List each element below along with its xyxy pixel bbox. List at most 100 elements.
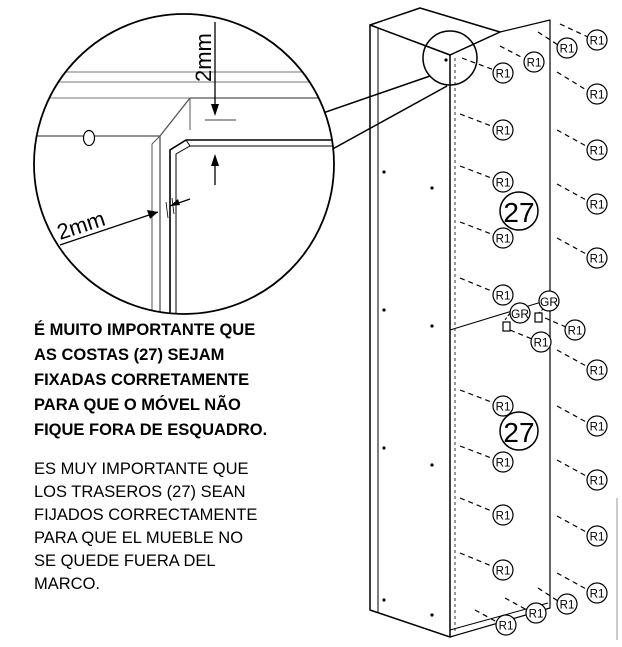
screw-label: R1 <box>527 58 542 70</box>
screw-label: R1 <box>590 476 605 488</box>
screw-label: R1 <box>496 402 511 414</box>
screw-callout-circle <box>586 29 608 51</box>
bracket-label: GR <box>511 307 529 321</box>
screw-callout-circle <box>556 593 578 615</box>
screw-label: R1 <box>496 234 511 246</box>
screw-callout-circle <box>492 119 514 141</box>
screw-label: R1 <box>496 458 511 470</box>
detail-source-circle <box>422 30 478 86</box>
screw-callout-circle <box>492 171 514 193</box>
screw-callout-circle <box>586 359 608 381</box>
instruction-line: LOS TRASEROS (27) SEAN <box>34 483 246 501</box>
screw-callout-circle <box>564 319 586 341</box>
screw-callout-circle <box>586 469 608 491</box>
screw-leader <box>459 389 495 404</box>
screw-label: R1 <box>496 126 511 138</box>
screw-label: R1 <box>590 146 605 158</box>
screw-leader <box>499 45 526 60</box>
screw-leader <box>556 405 589 424</box>
bracket-label: GR <box>540 295 558 309</box>
instruction-line: SE QUEDE FUERA DEL <box>34 552 216 570</box>
screw-callout-circle <box>586 139 608 161</box>
instruction-line: É MUITO IMPORTANTE QUE <box>34 321 256 339</box>
screw-leader <box>537 587 559 602</box>
screw-leader <box>544 317 567 328</box>
instruction-spanish: ES MUY IMPORTANTE QUE LOS TRASEROS (27) … <box>34 458 257 596</box>
screw-leader <box>556 515 589 534</box>
screw-label: R1 <box>590 422 605 434</box>
screw-callout-circle <box>586 525 608 547</box>
screw-callout-circle <box>586 415 608 437</box>
screw-label: R1 <box>496 178 511 190</box>
detail-zoom-view <box>34 14 334 314</box>
screw-callout-circle <box>495 614 517 636</box>
screw-label: R1 <box>529 609 544 621</box>
svg-text:27: 27 <box>503 417 534 448</box>
instruction-line: FIJADOS CORRECTAMENTE <box>34 506 258 524</box>
screw-label: R1 <box>499 621 514 633</box>
screw-label: R1 <box>568 326 583 338</box>
screw-leader <box>556 349 589 368</box>
screw-dot <box>430 463 434 467</box>
screw-callout-circle <box>492 504 514 526</box>
screw-callout-circle <box>530 331 552 353</box>
screw-dot <box>382 308 386 312</box>
screw-dot <box>430 324 434 328</box>
cabinet <box>369 7 551 638</box>
screw-leader <box>474 609 498 623</box>
screw-leader <box>459 113 495 128</box>
screw-label: R1 <box>590 366 605 378</box>
screw-dot <box>430 186 434 190</box>
screw-leader <box>559 23 589 38</box>
screw-label: R1 <box>590 200 605 212</box>
screw-callout-circle <box>492 284 514 306</box>
screw-callout-circle <box>556 37 578 59</box>
screw-callout-circle <box>586 247 608 269</box>
screw-leader <box>461 57 495 71</box>
screw-label: R1 <box>496 511 511 523</box>
screw-dot <box>444 58 448 62</box>
screw-leader <box>459 221 495 236</box>
instruction-line: FIQUE FORA DE ESQUADRO. <box>34 421 268 439</box>
screw-callout-circle <box>492 451 514 473</box>
screw-label: R1 <box>496 291 511 303</box>
screw-callout-circle <box>492 227 514 249</box>
screw-label: R1 <box>560 600 575 612</box>
screw-leader <box>459 445 495 460</box>
screw-leader <box>504 597 528 611</box>
instruction-line: AS COSTAS (27) SEJAM <box>34 346 225 364</box>
screw-leader <box>459 552 495 568</box>
screw-label: R1 <box>496 69 511 81</box>
screw-label: R1 <box>534 338 549 350</box>
screw-label: R1 <box>496 566 511 578</box>
instruction-line: MARCO. <box>34 575 100 593</box>
screw-leader <box>509 329 533 340</box>
screw-callout-circle <box>492 559 514 581</box>
screw-label: R1 <box>590 36 605 48</box>
screw-label: R1 <box>560 44 575 56</box>
instruction-portuguese: É MUITO IMPORTANTE QUE AS COSTAS (27) SE… <box>34 318 267 443</box>
screw-callout-circle <box>523 51 545 73</box>
detail-callout: 2mm 2mm <box>33 13 478 315</box>
screw-leader <box>459 165 495 180</box>
screw-callout-circle <box>586 193 608 215</box>
screw-callout-circle <box>492 395 514 417</box>
screw-leader <box>459 497 495 513</box>
screw-callout-circle <box>492 62 514 84</box>
screw-dot <box>430 613 434 617</box>
instruction-line: PARA QUE O MÓVEL NÃO <box>34 396 241 414</box>
back-panel-outline <box>449 19 551 638</box>
screw-dot <box>382 598 386 602</box>
screw-leader <box>556 129 589 148</box>
bracket-right: GR <box>534 290 560 323</box>
screw-callouts: R1R1R1R1R1R1R1R1R1R1R1R1R1R1R1R1R1R1R1R1… <box>459 23 608 636</box>
dimension-label-vertical: 2mm <box>191 33 216 82</box>
screw-leader <box>556 237 589 256</box>
panel-number-upper: 27 <box>499 191 539 231</box>
middle-shelf-line <box>449 299 549 331</box>
screw-leader <box>459 277 495 293</box>
svg-text:27: 27 <box>503 197 534 228</box>
instruction-line: PARA QUE EL MUEBLE NO <box>34 529 244 547</box>
panel-number-lower: 27 <box>499 411 539 451</box>
